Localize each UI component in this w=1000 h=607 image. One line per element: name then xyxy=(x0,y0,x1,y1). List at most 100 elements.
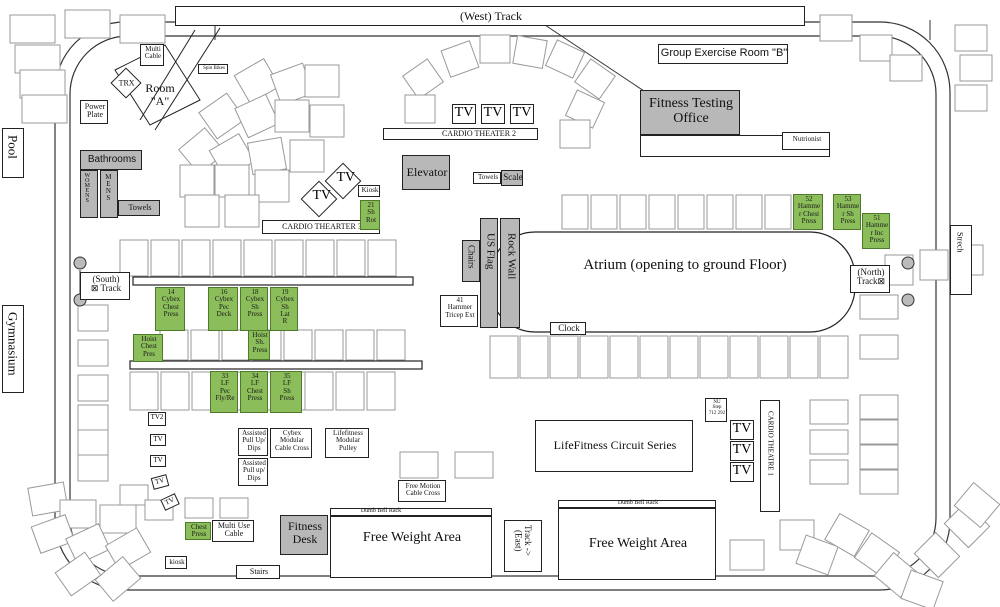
tv-label: TV xyxy=(483,105,503,120)
machine-label: 53 Hamme r Sh Press xyxy=(836,195,860,226)
equipment-outline xyxy=(159,329,189,361)
tv-cardio1-1: TV xyxy=(730,420,754,440)
equipment-outline xyxy=(579,335,609,379)
tv-cardio1-3: TV xyxy=(730,462,754,482)
equipment-outline xyxy=(953,481,1000,529)
machine-chest-press-bottom: Chest Press xyxy=(185,522,211,540)
dumb-bell-rack-left: Dumb Bell Rack xyxy=(330,508,492,516)
womens-label: WOMENS xyxy=(84,173,91,203)
equipment-outline xyxy=(669,335,699,379)
equipment-outline xyxy=(479,34,511,64)
south-track-marker: (South) ⊠ Track xyxy=(80,272,130,300)
gymnasium-label: Gymnasium xyxy=(5,312,21,376)
equipment-outline xyxy=(160,371,190,411)
bathrooms-label: Bathrooms xyxy=(87,154,137,165)
equipment-outline xyxy=(759,335,789,379)
nutrionist-label: Nutrionist xyxy=(792,135,822,143)
equipment-outline xyxy=(27,481,69,517)
equipment-outline xyxy=(366,371,396,411)
machine-14-cybex-chest-press: 14 Cybex Chest Press xyxy=(155,287,185,331)
machine-label: Hoist Chest Pres xyxy=(141,335,157,358)
tv-label: TV xyxy=(154,475,166,487)
mens-label: MENS xyxy=(104,173,113,201)
cybex-modular-label: Cybex Modular Cable Cross xyxy=(274,429,310,452)
tv-cardio1-2: TV xyxy=(730,441,754,461)
equipment-outline xyxy=(289,139,325,173)
spin-bikes: Spin Bikes xyxy=(198,64,228,74)
equipment-outline xyxy=(274,99,310,133)
equipment-outline xyxy=(819,14,853,42)
equipment-outline xyxy=(335,371,365,411)
cardio-equipment-outlines xyxy=(9,9,1000,607)
equipment-outline xyxy=(954,24,988,52)
equipment-outline xyxy=(809,399,849,425)
machine-51-hammer-inc-press: 51 Hamme r Inc Press xyxy=(862,213,890,249)
lifefitness-modular-pulley: Lifefitness Modular Pulley xyxy=(325,428,369,458)
assisted-2-label: Assisted Pull up/ Dips xyxy=(242,459,266,482)
kiosk-bottom-label: kiosk xyxy=(169,558,185,566)
machine-16-cybex-pec-deck: 16 Cybex Pec Deck xyxy=(208,287,238,331)
tv-label: TV xyxy=(163,495,176,507)
equipment-outline xyxy=(404,94,436,124)
mens-restroom: MENS xyxy=(100,170,118,218)
equipment-outline xyxy=(336,239,366,277)
machine-label: 51 Hamme r Inc Press xyxy=(865,214,889,245)
equipment-outline xyxy=(234,93,280,139)
equipment-outline xyxy=(14,44,61,74)
nu-step-label: NU Step 712 292 xyxy=(708,400,726,416)
lifefitness-circuit-label: LifeFitness Circuit Series xyxy=(553,438,677,452)
west-track-label: (West) Track xyxy=(459,9,523,23)
tv-cardio2-2: TV xyxy=(481,104,505,124)
pool-label: Pool xyxy=(5,135,21,159)
chairs: Chairs xyxy=(462,240,480,282)
fitness-desk: Fitness Desk xyxy=(280,515,328,555)
equipment-outline xyxy=(119,484,149,506)
equipment-outline xyxy=(590,194,618,230)
scale: Scale xyxy=(501,170,523,186)
tv-label: TV xyxy=(732,442,752,457)
clock-label: Clock xyxy=(558,323,580,333)
equipment-outline xyxy=(77,374,109,402)
equipment-outline xyxy=(77,404,109,432)
towels-left: Towels xyxy=(118,200,160,216)
equipment-outline xyxy=(184,497,214,519)
equipment-outline xyxy=(859,419,899,445)
group-exercise-room-b: Group Exercise Room "B" xyxy=(658,44,788,64)
cardio-theater-2-bar: CARDIO THEATER 2 xyxy=(383,128,538,140)
machine-52-hammer-chest-press: 52 Hamme r Chest Press xyxy=(793,194,823,230)
towels-mid-label: Towels xyxy=(477,173,499,181)
machine-label: 18 Cybex Sh Press xyxy=(245,288,265,319)
kiosk-top-label: Kiosk xyxy=(361,186,379,194)
equipment-outline xyxy=(179,164,215,198)
scale-label: Scale xyxy=(503,172,523,182)
equipment-outline xyxy=(150,239,180,277)
cardio-theater-2-label: CARDIO THEATER 2 xyxy=(441,129,517,138)
equipment-outline xyxy=(561,194,589,230)
equipment-outline xyxy=(859,394,899,420)
equipment-outline xyxy=(345,329,375,361)
tv2-left: TV2 xyxy=(148,412,166,426)
atrium-outline xyxy=(489,231,856,333)
equipment-outline xyxy=(214,164,250,198)
kiosk-top: Kiosk xyxy=(358,185,380,197)
equipment-outline xyxy=(544,39,586,79)
equipment-outline xyxy=(900,569,944,607)
equipment-outline xyxy=(283,329,313,361)
equipment-outline xyxy=(119,14,166,44)
trx-label: TRX xyxy=(118,78,135,88)
equipment-outline xyxy=(376,329,406,361)
equipment-outline xyxy=(212,239,242,277)
stairs-label: Stairs xyxy=(249,567,269,576)
equipment-outline xyxy=(819,335,849,379)
equipment-outline xyxy=(824,512,870,558)
gymnasium-room: Gymnasium xyxy=(2,305,24,393)
machine-21-sh-rot: 21 Sh Rot xyxy=(360,200,380,230)
equipment-outline xyxy=(454,451,494,479)
track-east-marker: Track -> (East) xyxy=(504,520,542,572)
equipment-outline xyxy=(129,371,159,411)
free-weight-area-right: Free Weight Area xyxy=(558,508,716,580)
towels-left-label: Towels xyxy=(128,203,152,212)
pool-room: Pool xyxy=(2,128,24,178)
equipment-outline xyxy=(21,94,68,124)
tv-label: TV xyxy=(454,105,474,120)
